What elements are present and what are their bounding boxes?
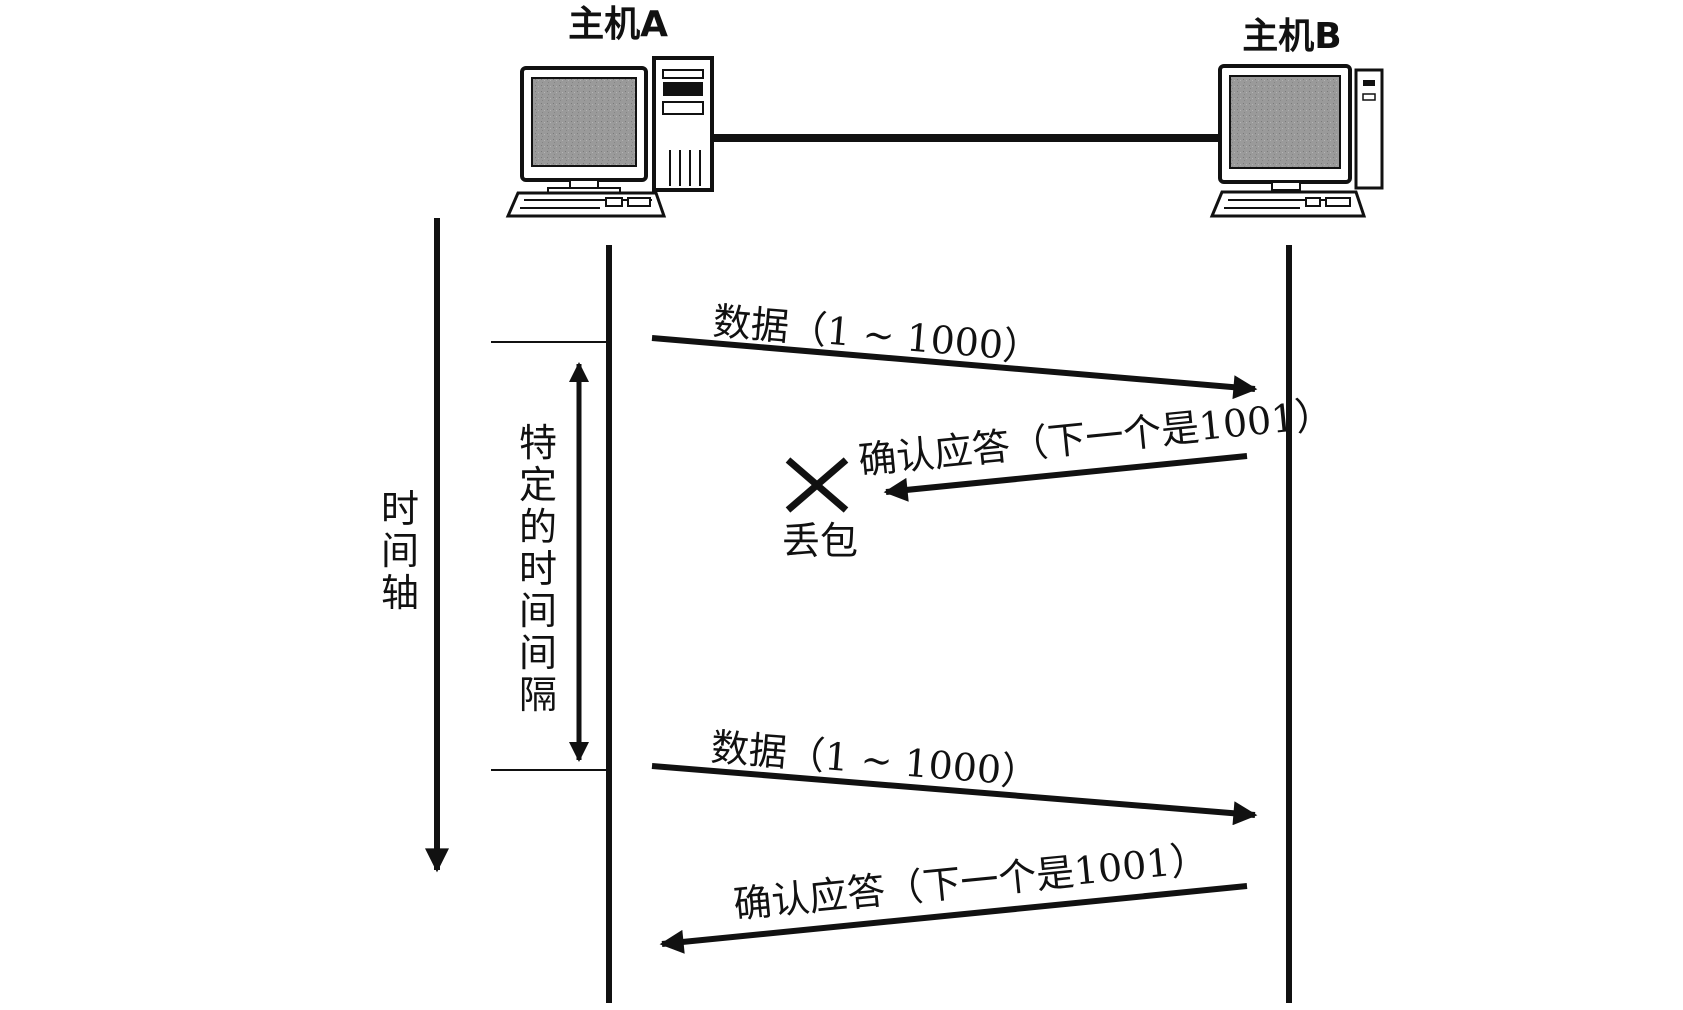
interval-char-1: 特 xyxy=(519,421,557,465)
packet-loss-x-icon xyxy=(785,457,849,513)
time-axis-char-3: 轴 xyxy=(381,571,419,615)
host-a-computer-icon xyxy=(505,56,714,218)
data-arrow-2 xyxy=(651,763,1258,826)
time-axis-label: 时 间 轴 xyxy=(381,487,419,615)
host-b-computer-icon xyxy=(1209,64,1384,218)
interval-char-5: 间 xyxy=(519,589,557,633)
packet-loss-label: 丢包 xyxy=(782,519,858,563)
host-b-label: 主机B xyxy=(1242,16,1341,57)
interval-char-6: 间 xyxy=(519,631,557,675)
ack-arrow-2 xyxy=(659,883,1248,954)
data-arrow-1 xyxy=(651,335,1258,400)
interval-char-7: 隔 xyxy=(519,673,557,717)
interval-char-2: 定 xyxy=(519,463,557,507)
time-axis-char-1: 时 xyxy=(381,487,419,531)
interval-char-3: 的 xyxy=(519,505,557,549)
interval-char-4: 时 xyxy=(519,547,557,591)
host-a-label: 主机A xyxy=(568,4,668,45)
interval-label: 特 定 的 时 间 间 隔 xyxy=(519,421,557,717)
time-axis-char-2: 间 xyxy=(381,529,419,573)
ack-arrow-lost xyxy=(883,453,1248,502)
